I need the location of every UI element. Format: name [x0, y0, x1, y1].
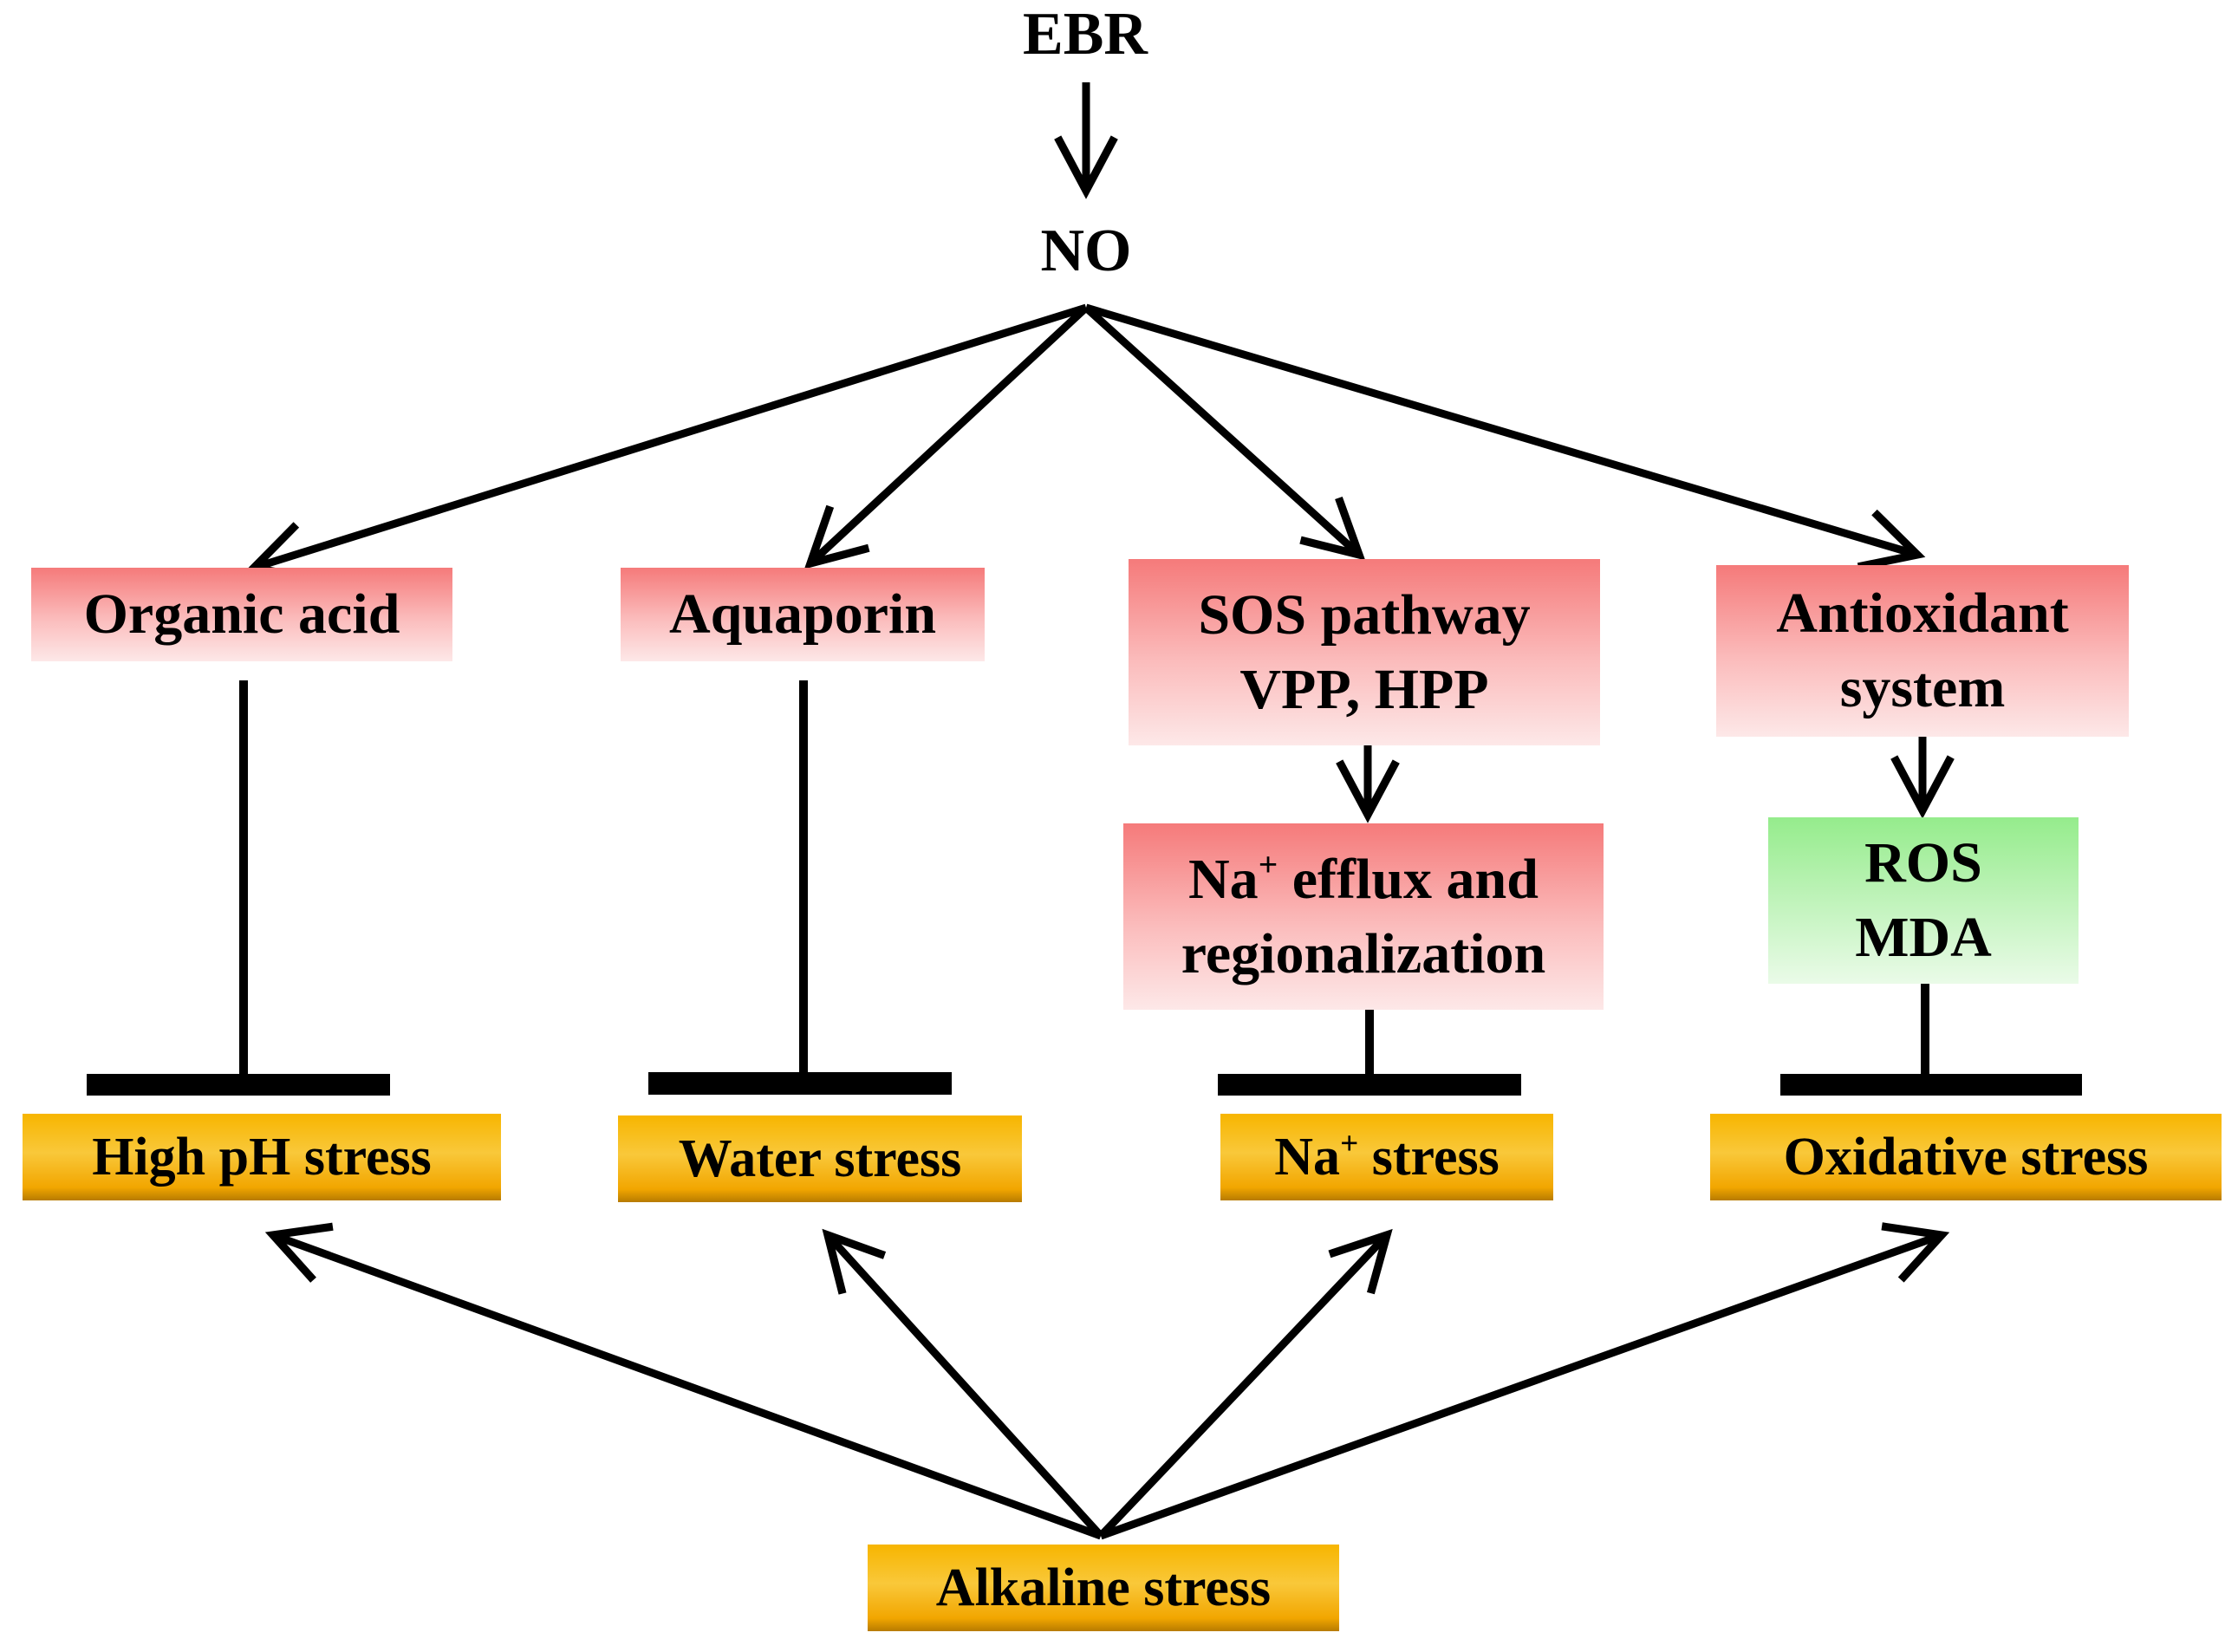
arrow-no-to-antioxidant: [1084, 303, 1926, 571]
regionalization-label: regionalization: [1181, 921, 1546, 985]
antioxidant-system-box: Antioxidant system: [1716, 565, 2129, 737]
na-efflux-ion: Na: [1188, 847, 1259, 911]
na-efflux-charge: +: [1258, 844, 1278, 883]
mda-label: MDA: [1855, 906, 1992, 969]
arrow-alkaline-to-na: [1097, 1228, 1393, 1539]
ros-label: ROS: [1864, 831, 1982, 895]
alkaline-stress-label: Alkaline stress: [935, 1558, 1272, 1617]
inhibit-bar-high-ph: [87, 1074, 390, 1096]
arrow-no-to-organic-acid: [245, 303, 1088, 583]
arrow-no-to-aquaporin: [803, 304, 1090, 569]
sos-pathway-label: SOS pathway: [1198, 582, 1531, 647]
organic-acid-label: Organic acid: [83, 582, 400, 647]
arrow-alkaline-to-water: [822, 1228, 1104, 1539]
arrow-alkaline-to-high-ph: [264, 1222, 1103, 1540]
water-stress-label: Water stress: [678, 1128, 962, 1188]
high-ph-stress-box: High pH stress: [23, 1114, 501, 1200]
na-stress-charge: +: [1340, 1125, 1359, 1161]
na-efflux-label: Na+ efflux and: [1188, 842, 1539, 917]
na-stress-label: Na+ stress: [1274, 1122, 1499, 1193]
inhibit-bar-na: [1218, 1074, 1521, 1096]
na-stress-rest: stress: [1358, 1127, 1500, 1187]
ebr-label: EBR: [1023, 1, 1148, 68]
na-stress-box: Na+ stress: [1220, 1114, 1553, 1200]
oxidative-stress-label: Oxidative stress: [1783, 1127, 2149, 1187]
inhibit-bar-oxidative: [1780, 1074, 2082, 1096]
organic-acid-box: Organic acid: [31, 568, 452, 661]
na-stress-ion: Na: [1274, 1127, 1341, 1187]
aquaporin-label: Aquaporin: [668, 582, 937, 647]
system-label: system: [1839, 656, 2006, 719]
inhibit-bar-water: [648, 1072, 952, 1095]
antioxidant-label: Antioxidant: [1776, 582, 2069, 646]
oxidative-stress-box: Oxidative stress: [1710, 1114, 2222, 1200]
no-label: NO: [1040, 218, 1132, 284]
aquaporin-box: Aquaporin: [621, 568, 985, 661]
high-ph-stress-label: High pH stress: [92, 1127, 432, 1187]
arrow-no-to-sos: [1083, 304, 1366, 561]
sos-pathway-box: SOS pathway VPP, HPP: [1129, 559, 1600, 745]
alkaline-stress-box: Alkaline stress: [868, 1545, 1339, 1631]
water-stress-box: Water stress: [618, 1115, 1022, 1202]
ros-mda-box: ROS MDA: [1768, 817, 2079, 984]
vpp-hpp-label: VPP, HPP: [1239, 657, 1489, 721]
arrow-alkaline-to-oxidative: [1099, 1222, 1950, 1540]
na-efflux-rest: efflux and: [1278, 847, 1539, 911]
na-efflux-box: Na+ efflux and regionalization: [1123, 823, 1604, 1010]
